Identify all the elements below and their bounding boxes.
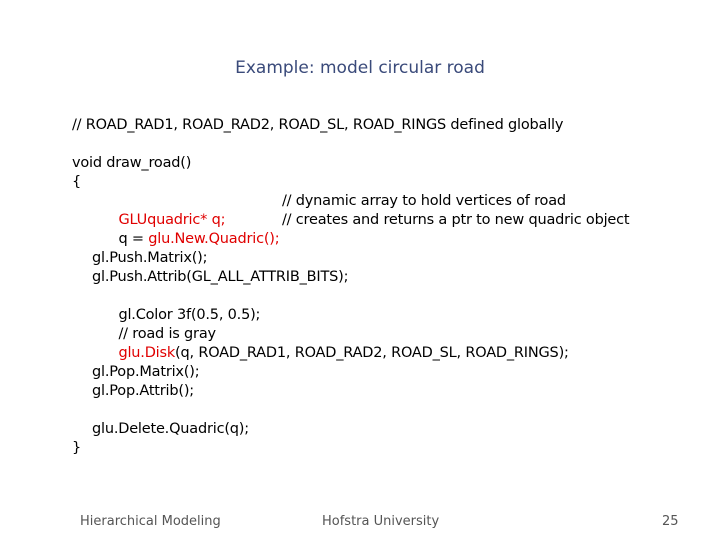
code-line-pop-attrib: gl.Pop.Attrib(); bbox=[92, 383, 194, 399]
code-assign-q-call: glu.New.Quadric(); bbox=[148, 231, 280, 247]
code-assign-q-prefix: q = bbox=[118, 231, 149, 247]
code-line-push-matrix: gl.Push.Matrix(); bbox=[92, 250, 208, 266]
code-assign-q-comment: // creates and returns a ptr to new quad… bbox=[282, 212, 630, 228]
code-block: // ROAD_RAD1, ROAD_RAD2, ROAD_SL, ROAD_R… bbox=[72, 116, 702, 458]
code-line-pop-matrix: gl.Pop.Matrix(); bbox=[92, 364, 200, 380]
code-line-close-brace: } bbox=[72, 440, 82, 456]
code-gap bbox=[72, 401, 702, 420]
code-disk-func: glu.Disk bbox=[118, 345, 176, 361]
code-line-open-brace: { bbox=[72, 174, 82, 190]
footer-left: Hierarchical Modeling bbox=[80, 514, 221, 529]
page-number: 25 bbox=[662, 514, 679, 529]
code-line-disk: glu.Disk(q, ROAD_RAD1, ROAD_RAD2, ROAD_S… bbox=[72, 325, 702, 361]
slide-title: Example: model circular road bbox=[235, 58, 485, 78]
code-decl-q-comment: // dynamic array to hold vertices of roa… bbox=[282, 193, 566, 209]
code-line-delete-quadric: glu.Delete.Quadric(q); bbox=[92, 421, 249, 437]
code-decl-q: GLUquadric* q; bbox=[118, 212, 226, 228]
code-disk-args: (q, ROAD_RAD1, ROAD_RAD2, ROAD_SL, ROAD_… bbox=[175, 345, 569, 361]
footer-center: Hofstra University bbox=[322, 514, 440, 529]
code-gap bbox=[72, 135, 702, 154]
code-color-comment: // road is gray bbox=[118, 326, 216, 342]
code-line-decl-q: GLUquadric* q; // dynamic array to hold … bbox=[72, 192, 702, 228]
code-line-push-attrib: gl.Push.Attrib(GL_ALL_ATTRIB_BITS); bbox=[92, 269, 349, 285]
code-color-call: gl.Color 3f(0.5, 0.5); bbox=[118, 307, 261, 323]
code-line-globals-comment: // ROAD_RAD1, ROAD_RAD2, ROAD_SL, ROAD_R… bbox=[72, 117, 564, 133]
code-line-color: gl.Color 3f(0.5, 0.5); // road is gray bbox=[72, 287, 702, 342]
code-line-assign-q: q = glu.New.Quadric(); // creates and re… bbox=[72, 211, 702, 247]
code-line-func-decl: void draw_road() bbox=[72, 155, 192, 171]
